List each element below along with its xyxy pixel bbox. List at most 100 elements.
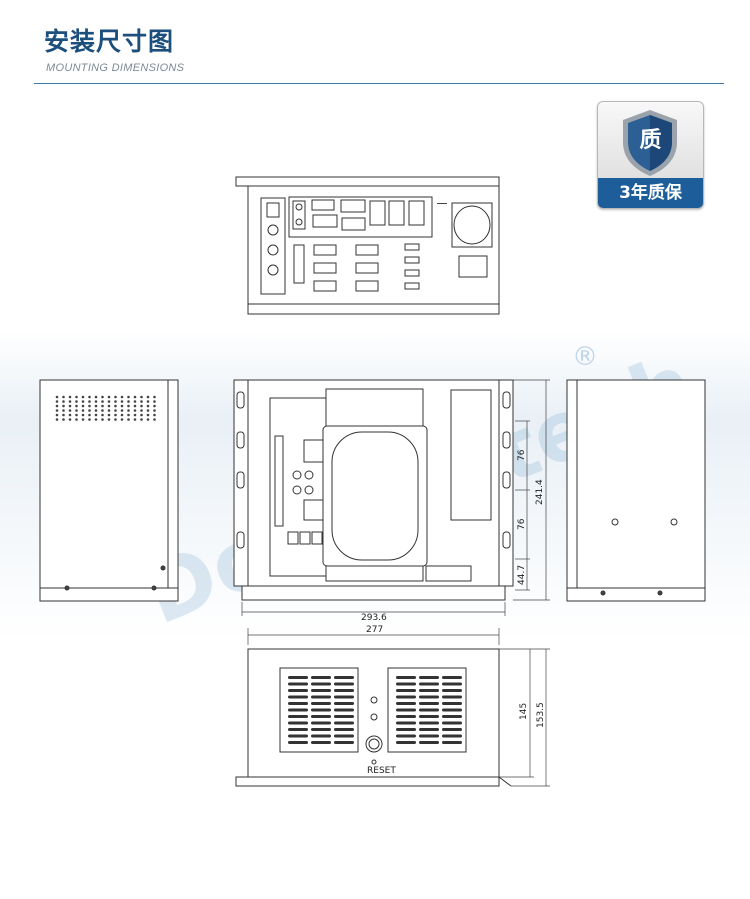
vent-hole (81, 395, 85, 399)
vent-slot (442, 695, 462, 699)
vent-hole (94, 413, 98, 417)
vent-slot (334, 682, 354, 686)
vent-slot (396, 734, 416, 738)
vent-hole (146, 404, 150, 408)
vent-slot (334, 689, 354, 692)
vent-slot (311, 708, 331, 712)
vent-hole (120, 413, 124, 417)
vent-hole (146, 395, 150, 399)
vent-hole (153, 418, 156, 421)
vent-slot (442, 689, 462, 692)
vent-slot (334, 728, 354, 731)
vent-slot (311, 715, 331, 718)
vent-slot (334, 734, 354, 738)
vent-hole (127, 409, 130, 412)
vent-hole (101, 404, 104, 408)
vent-slot (442, 715, 462, 718)
vent-slot (442, 676, 462, 679)
vent-slot (419, 715, 439, 718)
dim-seg-upper: 76 (517, 449, 527, 461)
vent-slot (396, 708, 416, 712)
vent-slot (288, 689, 308, 692)
vent-slot (311, 734, 331, 738)
reset-label: RESET (367, 766, 396, 776)
vent-hole (68, 404, 72, 408)
vent-slot (311, 682, 331, 686)
dim-front-height: 145 (519, 703, 529, 720)
vent-slot (288, 741, 308, 744)
left-side-vent (55, 395, 156, 421)
vent-hole (114, 395, 117, 399)
vent-hole (81, 413, 85, 417)
vent-hole (133, 400, 137, 403)
dim-height-total: 241.4 (535, 479, 545, 505)
vent-slot (419, 734, 439, 738)
vent-hole (88, 409, 91, 412)
rear-vent-dots (437, 203, 447, 204)
vent-hole (62, 404, 65, 408)
vent-slot (442, 702, 462, 705)
vent-hole (55, 409, 59, 412)
vent-hole (153, 413, 156, 417)
vent-slot (442, 734, 462, 738)
vent-slot (396, 676, 416, 679)
vent-hole (88, 413, 91, 417)
vent-hole (153, 409, 156, 412)
vent-slot (288, 728, 308, 731)
vent-slot (311, 728, 331, 731)
vent-hole (146, 413, 150, 417)
vent-hole (140, 404, 143, 408)
vent-slot (442, 741, 462, 744)
vent-hole (127, 404, 130, 408)
vent-hole (146, 409, 150, 412)
vent-hole (127, 418, 130, 421)
vent-hole (81, 404, 85, 408)
vent-slot (334, 695, 354, 699)
vent-hole (133, 404, 137, 408)
vent-hole (107, 409, 111, 412)
vent-hole (153, 400, 156, 403)
vent-slot (396, 721, 416, 725)
vent-hole (127, 395, 130, 399)
vent-hole (55, 404, 59, 408)
vent-hole (68, 409, 72, 412)
vent-hole (55, 413, 59, 417)
vent-hole (101, 409, 104, 412)
vent-hole (114, 404, 117, 408)
vent-hole (55, 400, 59, 403)
vent-hole (62, 400, 65, 403)
vent-slot (396, 689, 416, 692)
shield-icon (623, 110, 677, 176)
vent-slot (334, 708, 354, 712)
vent-hole (94, 409, 98, 412)
vent-hole (68, 418, 72, 421)
vent-hole (146, 400, 150, 403)
vent-hole (81, 409, 85, 412)
vent-slot (334, 715, 354, 718)
vent-hole (133, 418, 137, 421)
vent-hole (62, 413, 65, 417)
page-title: 安装尺寸图 (44, 27, 175, 56)
dim-depth-inner: 277 (366, 625, 383, 635)
warranty-label: 3年质保 (598, 178, 703, 208)
vent-slot (311, 676, 331, 679)
vent-slot (396, 702, 416, 705)
vent-hole (75, 404, 78, 408)
vent-hole (107, 413, 111, 417)
front-vents (288, 676, 462, 744)
vent-hole (114, 418, 117, 421)
vent-hole (120, 418, 124, 421)
vent-slot (396, 741, 416, 744)
vent-hole (140, 409, 143, 412)
vent-hole (120, 404, 124, 408)
dim-seg-middle: 76 (517, 518, 527, 530)
vent-slot (419, 695, 439, 699)
vent-hole (120, 395, 124, 399)
vent-slot (288, 695, 308, 699)
vent-hole (153, 404, 156, 408)
vent-slot (396, 682, 416, 686)
vent-hole (127, 400, 130, 403)
vent-slot (311, 689, 331, 692)
vent-hole (127, 413, 130, 417)
header-divider (34, 83, 724, 84)
